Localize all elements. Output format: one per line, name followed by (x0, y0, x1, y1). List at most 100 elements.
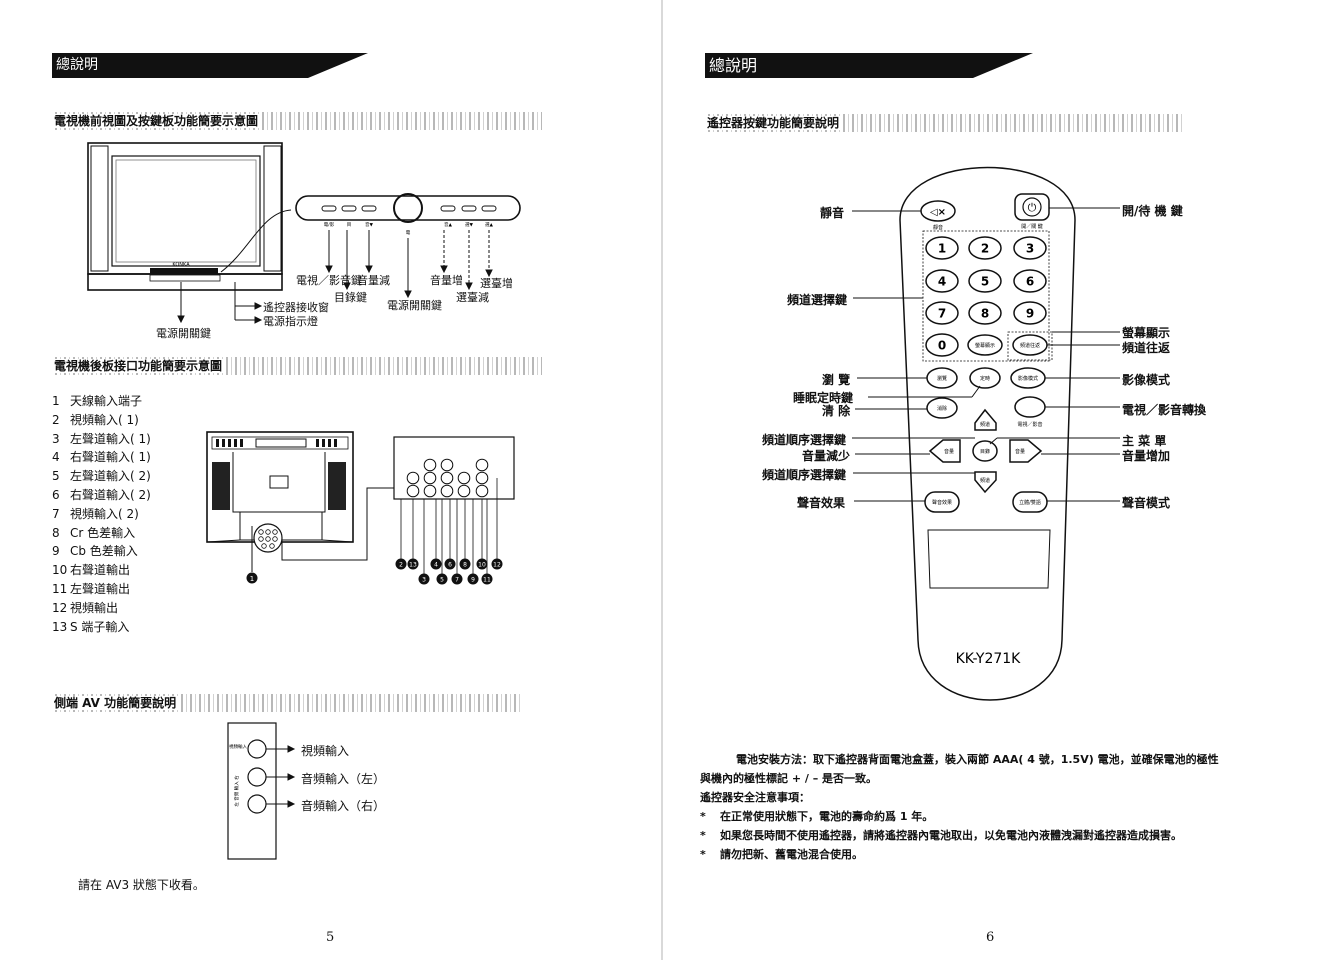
list-item: *在正常使用狀態下，電池的壽命約爲 1 年。 (700, 810, 934, 823)
right-header-title: 總說明 (705, 53, 973, 78)
mute-key-label: 靜音 (933, 224, 943, 231)
jack-number: 13 (409, 562, 417, 569)
jack-badge (418, 573, 430, 585)
right-header-wedge (973, 53, 1033, 78)
power-icon: ⏻ (1028, 201, 1037, 214)
side-panel-audio-label: 左 音頻 輸入 右 (233, 775, 240, 807)
callout-channel-seq-down: 頻道順序選擇鍵 (762, 468, 847, 482)
timer-key-label: 定時 (980, 375, 990, 382)
callout-volume-down: 音量減少 (802, 449, 851, 463)
left-page: 總說明 電視機前視圖及按鍵板功能簡要示意圖 KONKA 電/影 目 音▼ 音▲ … (0, 0, 662, 960)
jack-number: 3 (422, 577, 426, 584)
jack-number: 5 (440, 577, 444, 584)
callout-clear: 清 除 (822, 404, 851, 418)
jack-badge (491, 558, 503, 570)
jack-badge (476, 558, 488, 570)
channel-down-key-label: 頻道 (980, 477, 990, 484)
side-callout-audio-right: 音頻輸入（右） (301, 799, 386, 813)
callout-tv-av-switch: 電視／影音轉換 (1122, 403, 1207, 417)
effect-key-label: 聲音效果 (932, 499, 952, 506)
battery-notes: 電池安裝方法：取下遙控器背面電池盒蓋，裝入兩節 AAA( 4 號，1.5V) 電… (700, 750, 1290, 864)
btn-label-chup: 選▲ (485, 221, 493, 228)
safety-title: 遙控器安全注意事項： (700, 791, 810, 804)
digit-key-label: 3 (1026, 242, 1034, 256)
front-view-section-title: 電視機前視圖及按鍵板功能簡要示意圖 (52, 112, 542, 130)
left-header-wedge (308, 53, 368, 78)
digit-key (968, 301, 1002, 325)
callout-power-indicator: 電源指示燈 (263, 315, 318, 328)
jack-badge (395, 558, 407, 570)
volume-down-key-label: 音量 (944, 448, 954, 455)
callout-browse: 瀏 覽 (822, 373, 851, 387)
jack-number: 11 (483, 577, 491, 584)
menu-key-label: 目錄 (980, 448, 990, 455)
btn-label-volup: 音▲ (444, 221, 452, 228)
tv-brand-text: KONKA (172, 262, 190, 268)
jack-number: 10 (478, 562, 486, 569)
channel-up-key-label: 頻道 (980, 421, 990, 428)
callout-channel-down: 選臺減 (456, 291, 489, 304)
digit-key-label: 2 (981, 242, 989, 256)
digit-key (925, 269, 959, 293)
btn-label-menu: 目 (347, 222, 352, 228)
digit-key (968, 269, 1002, 293)
jack-badge (467, 573, 479, 585)
callout-tv-av-key: 電視／影音鍵 (296, 274, 362, 287)
jack-badge (459, 558, 471, 570)
jack-badge (430, 558, 442, 570)
btn-label-voldown: 音▼ (365, 221, 373, 228)
stereo-key-label: 立體/雙語 (1019, 499, 1041, 506)
volume-up-key-label: 音量 (1015, 448, 1025, 455)
callout-channel-return: 頻道往返 (1122, 341, 1171, 355)
screen-key-label: 螢幕顯示 (975, 342, 995, 349)
callout-channel-up: 選臺增 (480, 277, 513, 290)
battery-text-line-1: 電池安裝方法：取下遙控器背面電池盒蓋，裝入兩節 AAA( 4 號，1.5V) 電… (736, 753, 1219, 766)
callout-volume-down: 音量減 (357, 274, 390, 287)
digit-key-label: 5 (981, 275, 989, 289)
digit-key (925, 301, 959, 325)
digit-key (1013, 269, 1047, 293)
callout-main-menu: 主 菜 單 (1122, 434, 1167, 448)
digit-key-label: 4 (938, 275, 946, 289)
power-key-label: 開／關 鍵 (1021, 223, 1043, 230)
btn-label-power: 電 (406, 230, 411, 236)
jack-number: 9 (471, 577, 475, 584)
digit-key-label: 9 (1026, 307, 1034, 321)
page-number-right: 6 (986, 930, 995, 945)
digit-key-label: 1 (938, 242, 946, 256)
browse-key-label: 瀏覽 (937, 375, 947, 382)
digit-key (1013, 236, 1047, 260)
digit-key (968, 236, 1002, 260)
callout-sleep-timer: 睡眠定時鍵 (793, 391, 854, 405)
jack-number: 2 (399, 562, 403, 569)
side-callout-audio-left: 音頻輸入（左） (301, 772, 386, 786)
antenna-number: 1 (250, 575, 254, 583)
callout-screen-display: 螢幕顯示 (1122, 326, 1171, 340)
callout-remote-sensor: 遙控器接收窗 (263, 301, 329, 314)
callout-volume-up: 音量增加 (1122, 449, 1171, 463)
callout-sound-effect: 聲音效果 (797, 496, 846, 510)
btn-label-tvav: 電/影 (324, 221, 335, 228)
jack-badge (481, 573, 493, 585)
tv-front-diagram: KONKA 電/影 目 音▼ 音▲ 選▼ 選▲ 電 (87, 142, 521, 324)
page-number-left: 5 (326, 930, 335, 945)
jack-number: 8 (463, 562, 467, 569)
side-callout-video: 視頻輸入 (301, 744, 350, 758)
tvav-key-label: 電視／影音 (1017, 421, 1042, 428)
remote-section-title: 遙控器按鍵功能簡要說明 (705, 114, 1185, 132)
digit-key (1013, 301, 1047, 325)
side-av-section-title: 側端 AV 功能簡要說明 (52, 694, 522, 712)
digit-key (925, 236, 959, 260)
